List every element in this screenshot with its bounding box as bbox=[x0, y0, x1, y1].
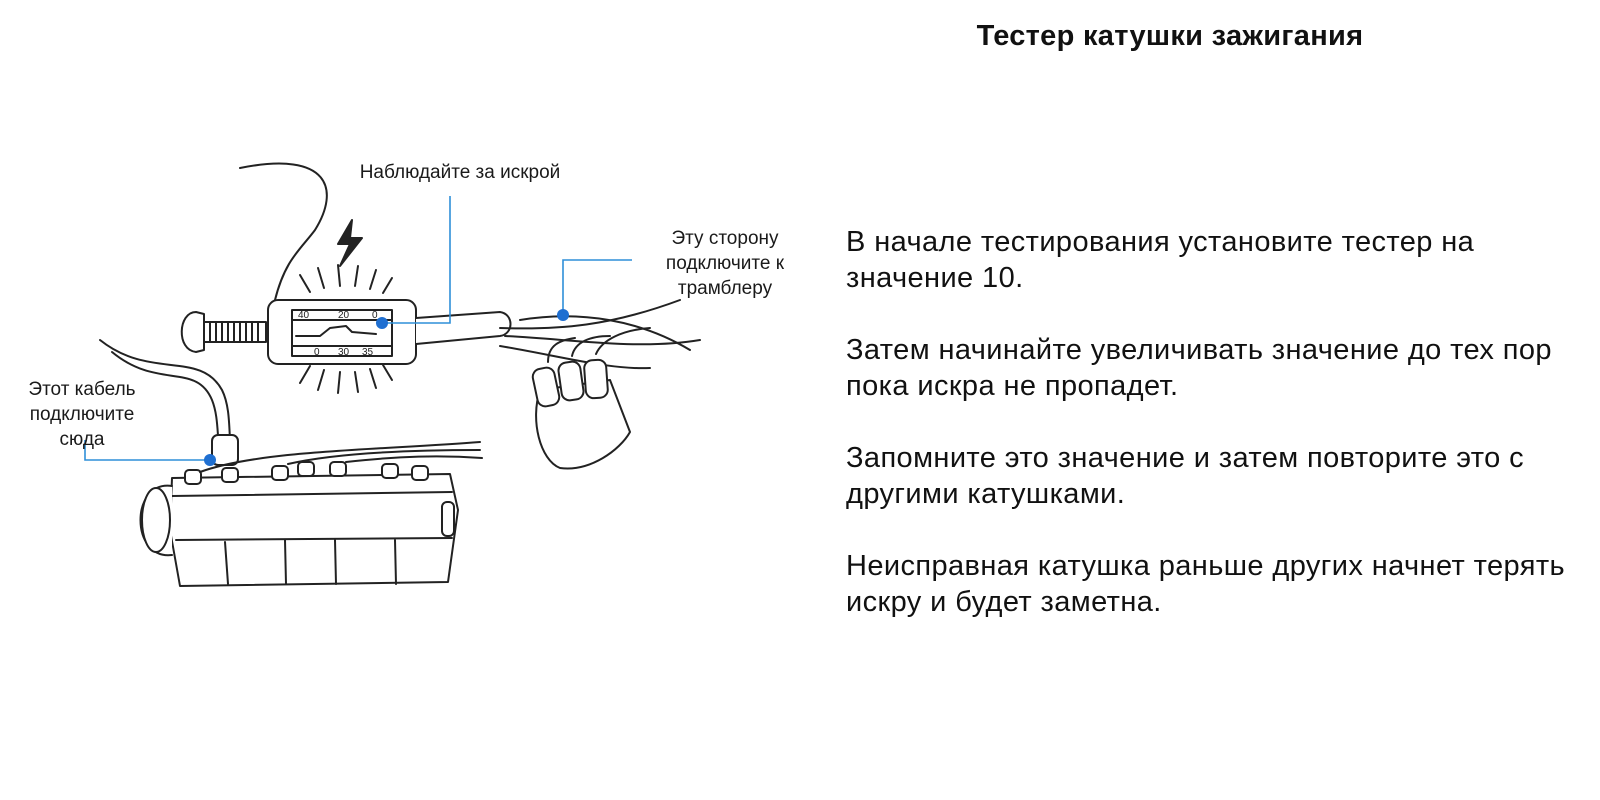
spark-gap bbox=[295, 325, 377, 337]
leader-spark bbox=[382, 196, 451, 324]
marker-spark bbox=[376, 317, 388, 329]
page-title: Тестер катушки зажигания bbox=[976, 20, 1364, 52]
instruction-3: Запомните это значение и затем повторите… bbox=[846, 442, 1524, 510]
scale-top-1: 40 bbox=[298, 310, 310, 321]
instruction-4: Неисправная катушка раньше других начнет… bbox=[846, 550, 1566, 618]
instruction-1: В начале тестирования установите тестер … bbox=[846, 226, 1475, 294]
callout-cable: Этот кабель подключите сюда bbox=[28, 379, 136, 450]
spark-rays-top bbox=[299, 264, 393, 294]
tester-nozzle bbox=[415, 311, 512, 345]
marker-distributor bbox=[557, 309, 569, 321]
rod-threads bbox=[209, 321, 259, 343]
tester-cable-top bbox=[239, 162, 328, 301]
distributor-cap bbox=[535, 379, 631, 470]
instruction-2: Затем начинайте увеличивать значение до … bbox=[846, 334, 1552, 402]
adjust-knob bbox=[180, 311, 205, 353]
engine-block bbox=[169, 473, 459, 587]
scale-bottom-3: 35 bbox=[362, 347, 374, 358]
ignition-tester-illustration: 40 20 0 0 30 35 bbox=[84, 162, 701, 587]
callout-spark: Наблюдайте за искрой bbox=[359, 162, 561, 183]
instructions: В начале тестирования установите тестер … bbox=[846, 224, 1586, 656]
leader-distributor bbox=[562, 259, 632, 315]
scale-bottom-2: 30 bbox=[338, 347, 350, 358]
scale-top-2: 20 bbox=[338, 310, 350, 321]
scale-bottom-1: 0 bbox=[314, 347, 320, 358]
spark-bolt-icon bbox=[337, 219, 363, 267]
engine-plugs bbox=[184, 461, 429, 485]
spark-rays-bottom bbox=[299, 364, 393, 394]
callout-distributor: Эту сторону подключите к трамблеру bbox=[665, 228, 785, 299]
leader-cable bbox=[84, 440, 210, 461]
scale-top-3: 0 bbox=[372, 310, 378, 321]
marker-cable bbox=[204, 454, 216, 466]
